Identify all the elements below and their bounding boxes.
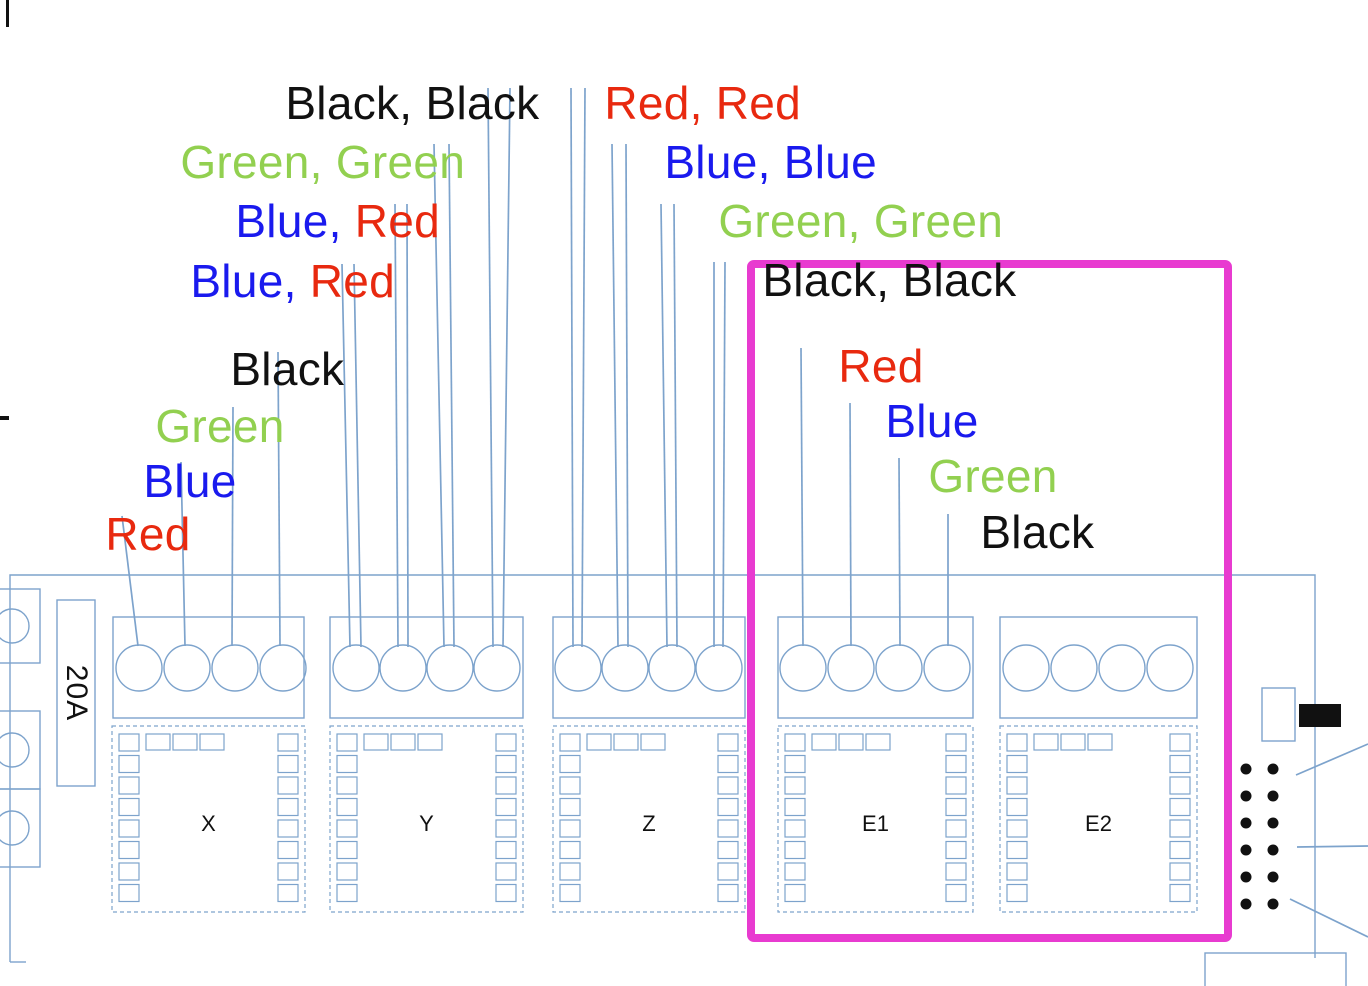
terminal-block-x <box>112 616 307 719</box>
leader-lines-z <box>570 87 726 648</box>
terminal-block-e1 <box>777 616 974 719</box>
wire-label-pair-red-red: Red, Red <box>552 34 801 172</box>
wire-label-text: Red <box>354 195 441 247</box>
wire-label-pair-black-black-right: Black, Black <box>710 211 1016 349</box>
board-outline <box>9 574 1316 963</box>
wire-label-text: Black, Black <box>285 77 540 129</box>
leader-lines-right <box>1289 743 1368 938</box>
edge-artifacts <box>0 0 9 420</box>
driver-label-y: Y <box>419 811 434 836</box>
wire-label-pair-green-green-right: Green, Green <box>666 152 1003 290</box>
wire-label-text: Blue, Blue <box>664 136 878 188</box>
highlight-box-e1-e2 <box>747 260 1232 942</box>
wire-label-x-blue: Blue <box>91 412 237 550</box>
wire-label-text: Green, Green <box>718 195 1004 247</box>
terminal-block-z <box>552 616 746 719</box>
wire-label-pair-black-black-left: Black, Black <box>233 34 539 172</box>
wire-label-text: Red <box>309 255 396 307</box>
wire-label-pair-blue-red-lower: Blue, Red <box>138 212 395 350</box>
terminal-block-e2 <box>999 616 1198 719</box>
driver-label-z: Z <box>642 811 656 836</box>
wire-label-x-green: Green <box>103 357 285 495</box>
wire-label-pair-blue-blue: Blue, Blue <box>612 93 877 231</box>
power-terminal-blocks <box>0 588 41 868</box>
leader-lines-e1 <box>800 347 949 647</box>
fuse-holder <box>56 599 96 787</box>
driver-label-e1: E1 <box>862 811 889 836</box>
driver-label-x: X <box>201 811 216 836</box>
wire-label-x-red: Red <box>53 465 191 603</box>
wire-label-e1-black: Black <box>928 463 1094 601</box>
driver-label-e2: E2 <box>1085 811 1112 836</box>
wire-label-e1-green: Green <box>876 407 1058 545</box>
driver-module-e2 <box>999 725 1198 913</box>
wire-label-text: Green, Green <box>180 136 466 188</box>
wire-label-text: Green <box>155 400 285 452</box>
wire-label-pair-blue-red-upper: Blue, Red <box>183 152 440 290</box>
wire-label-text: Green <box>928 450 1058 502</box>
wire-label-text: Black <box>980 506 1095 558</box>
fuse-rating-label: 20A <box>60 664 93 722</box>
leader-lines-y <box>341 87 511 648</box>
right-side-components <box>1204 687 1347 986</box>
wire-label-text: Blue, <box>190 255 310 307</box>
terminal-block-y <box>329 616 524 719</box>
wire-label-text: Red <box>105 508 191 560</box>
wire-label-e1-blue: Blue <box>833 352 979 490</box>
wire-label-text: Blue <box>885 395 979 447</box>
driver-module-x <box>111 725 306 913</box>
wire-label-text: Red <box>838 340 924 392</box>
leader-lines-x <box>121 351 281 647</box>
endstop-pin-dots <box>1240 763 1279 910</box>
wire-label-e1-red: Red <box>786 297 924 435</box>
driver-module-y <box>329 725 524 913</box>
power-switch <box>1299 704 1341 727</box>
wire-label-text: Blue <box>143 455 237 507</box>
wire-label-text: Black <box>230 343 345 395</box>
wire-label-pair-green-green-left: Green, Green <box>128 93 465 231</box>
wire-label-x-black: Black <box>178 300 344 438</box>
driver-module-e1 <box>777 725 974 913</box>
wire-label-text: Blue, <box>235 195 355 247</box>
wire-label-text: Black, Black <box>762 254 1017 306</box>
bottom-right-connector <box>1204 952 1347 986</box>
wire-label-text: Red, Red <box>604 77 802 129</box>
